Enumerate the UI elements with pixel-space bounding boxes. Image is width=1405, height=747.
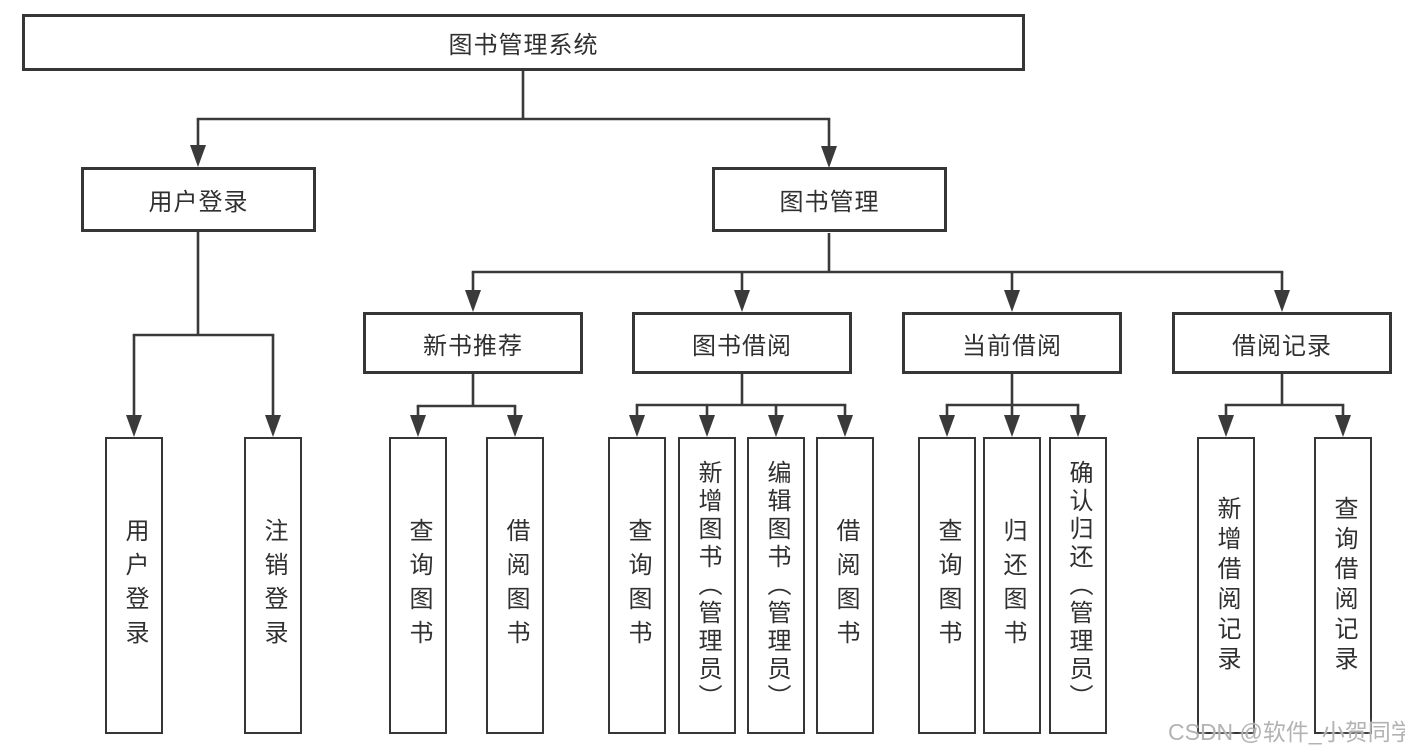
leaf-label: 借阅图书 xyxy=(832,517,859,654)
leaf-return-book: 归还图书 xyxy=(983,437,1041,734)
leaf-label: 借阅图书 xyxy=(502,517,529,654)
node-book-mgmt-branch: 图书管理 xyxy=(712,167,947,232)
node-book-borrow: 图书借阅 xyxy=(632,312,852,374)
leaf-query-borrow-record: 查询借阅记录 xyxy=(1314,437,1372,734)
leaf-label: 新增借阅记录 xyxy=(1213,495,1240,676)
leaf-label: 查询图书 xyxy=(624,517,651,654)
leaf-edit-book-admin: 编辑图书（管理员） xyxy=(747,437,805,734)
node-new-book-rec: 新书推荐 xyxy=(363,312,583,374)
leaf-label: 确认归还（管理员） xyxy=(1065,459,1092,712)
arrow-to-current-borrow xyxy=(1004,290,1020,312)
arrow-to-leaf-logout xyxy=(265,415,281,437)
leaf-label: 新增图书（管理员） xyxy=(694,459,721,712)
csdn-watermark: CSDN @软件_小贺同学 xyxy=(1168,719,1405,745)
leaf-label: 查询图书 xyxy=(405,517,432,654)
leaf-query-books-borrow: 查询图书 xyxy=(608,437,666,734)
node-current-borrow: 当前借阅 xyxy=(902,312,1122,374)
arrow-to-book-mgmt xyxy=(821,146,837,168)
arrow-to-leaf-user-login xyxy=(126,415,142,437)
leaf-add-book-admin: 新增图书（管理员） xyxy=(678,437,736,734)
leaf-confirm-return-admin: 确认归还（管理员） xyxy=(1049,437,1107,734)
leaf-query-books-rec: 查询图书 xyxy=(389,437,447,734)
leaf-logout: 注销登录 xyxy=(244,437,302,734)
leaf-label: 注销登录 xyxy=(260,517,287,654)
node-root: 图书管理系统 xyxy=(22,14,1025,71)
leaf-borrow-books: 借阅图书 xyxy=(816,437,874,734)
arrow-to-borrow-records xyxy=(1274,290,1290,312)
leaf-label: 用户登录 xyxy=(121,517,148,654)
node-user-login-branch: 用户登录 xyxy=(81,167,316,232)
leaf-user-login: 用户登录 xyxy=(105,437,163,734)
leaf-borrow-books-rec: 借阅图书 xyxy=(486,437,544,734)
node-borrow-records: 借阅记录 xyxy=(1172,312,1392,374)
leaf-label: 归还图书 xyxy=(999,517,1026,654)
leaf-label: 查询借阅记录 xyxy=(1330,495,1357,676)
arrow-to-user-login xyxy=(190,145,206,167)
leaf-label: 编辑图书（管理员） xyxy=(763,459,790,712)
leaf-label: 查询图书 xyxy=(934,517,961,654)
leaf-add-borrow-record: 新增借阅记录 xyxy=(1197,437,1255,734)
arrow-to-new-book-rec xyxy=(465,290,481,312)
leaf-query-books-current: 查询图书 xyxy=(918,437,976,734)
arrow-to-book-borrow xyxy=(734,290,750,312)
